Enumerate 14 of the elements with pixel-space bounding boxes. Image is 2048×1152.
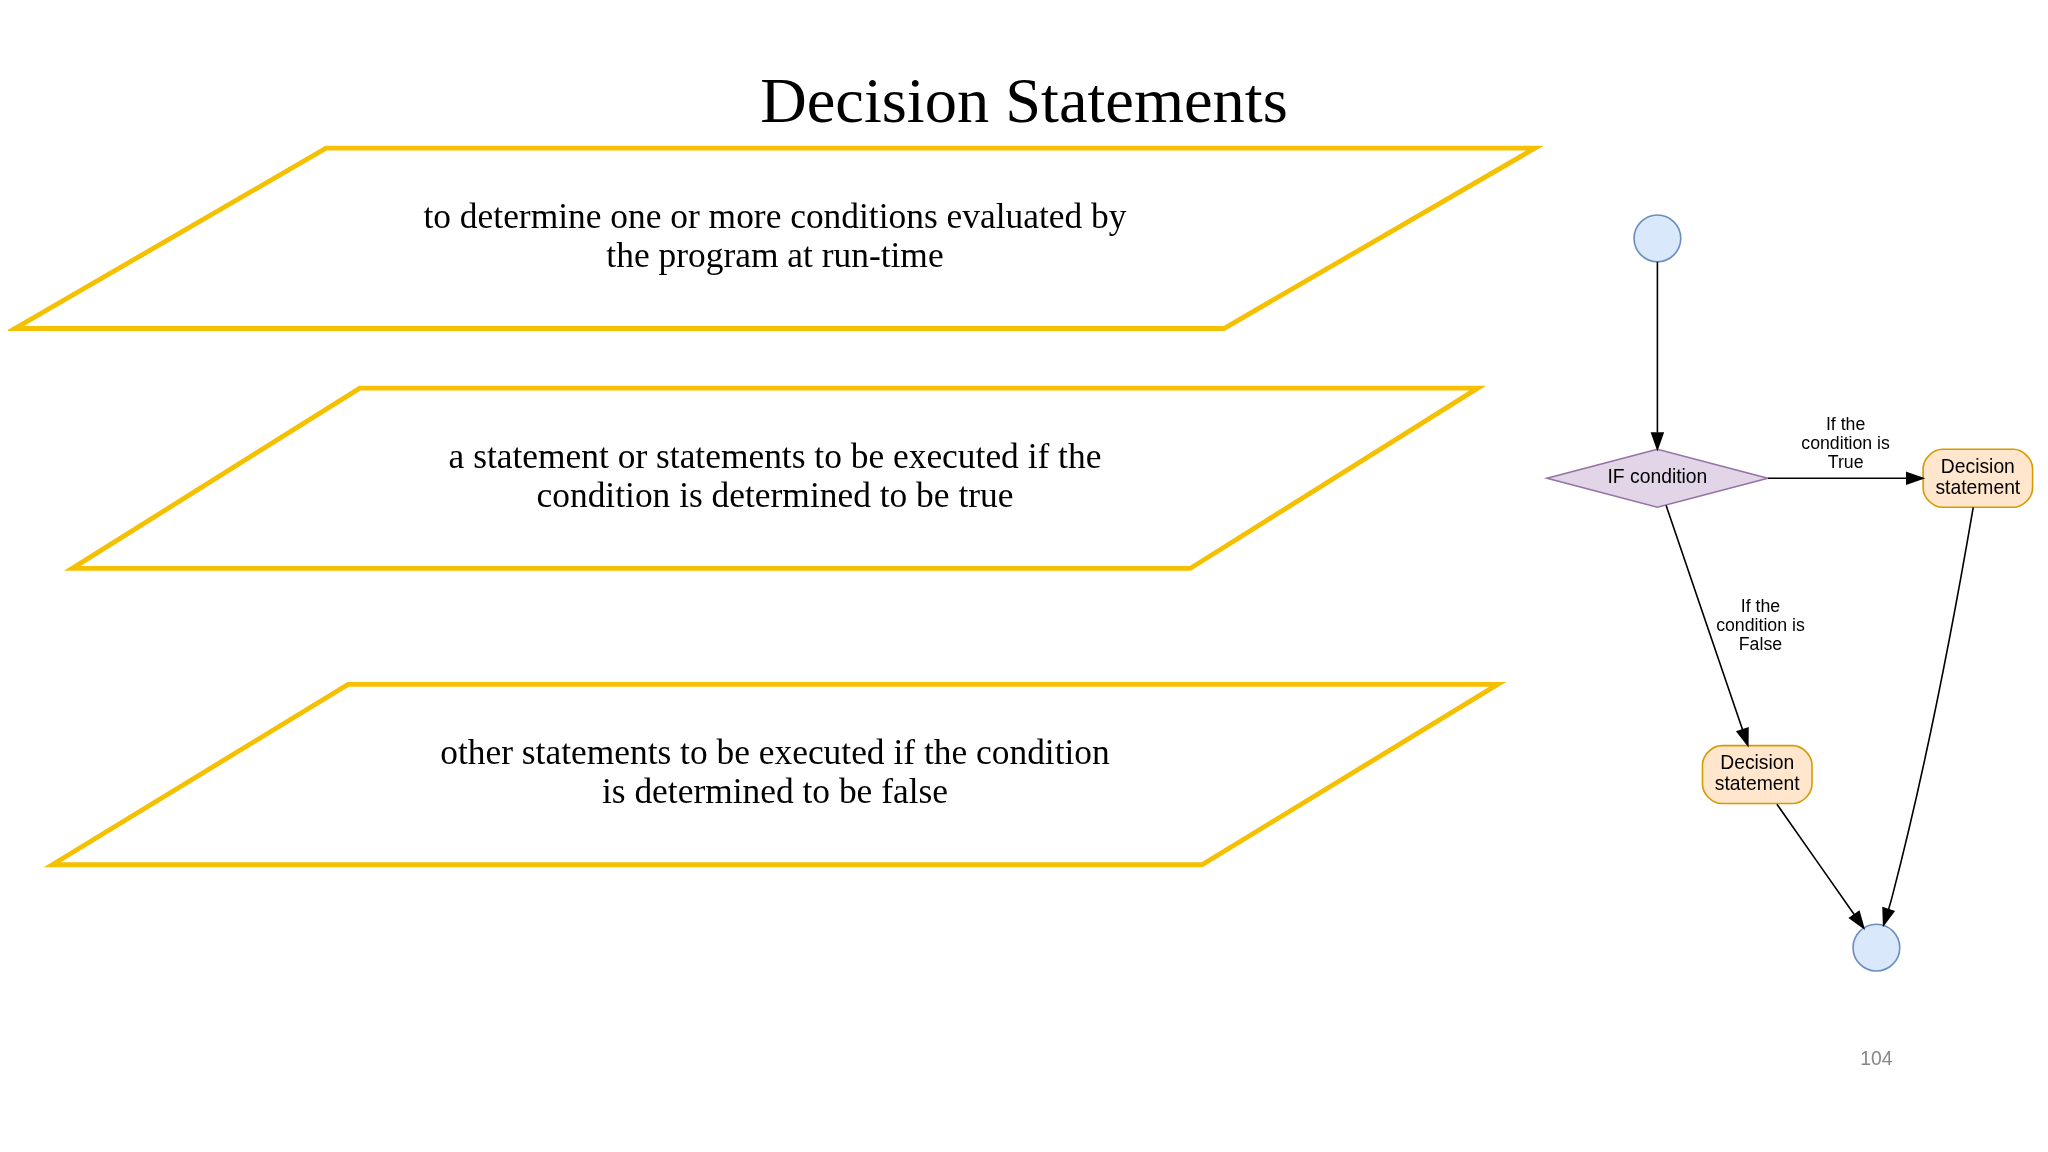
arrow <box>1650 260 1665 452</box>
node-diamond: IF condition <box>1543 447 1771 508</box>
node-circle <box>1633 213 1682 262</box>
arrow <box>1767 471 1926 485</box>
edge-label: If the condition is False <box>1716 595 1805 654</box>
node-box: Decision statement <box>1922 448 2034 508</box>
arrow <box>1665 504 1749 747</box>
node-box: Decision statement <box>1701 744 1813 804</box>
diagram-title: Decision Statements <box>760 64 1288 136</box>
edge-label: If the condition is True <box>1801 413 1890 472</box>
node-circle <box>1852 923 1901 972</box>
arrow <box>1776 802 1866 930</box>
label: 104 <box>1860 1047 1893 1069</box>
arrow <box>1882 506 1975 927</box>
